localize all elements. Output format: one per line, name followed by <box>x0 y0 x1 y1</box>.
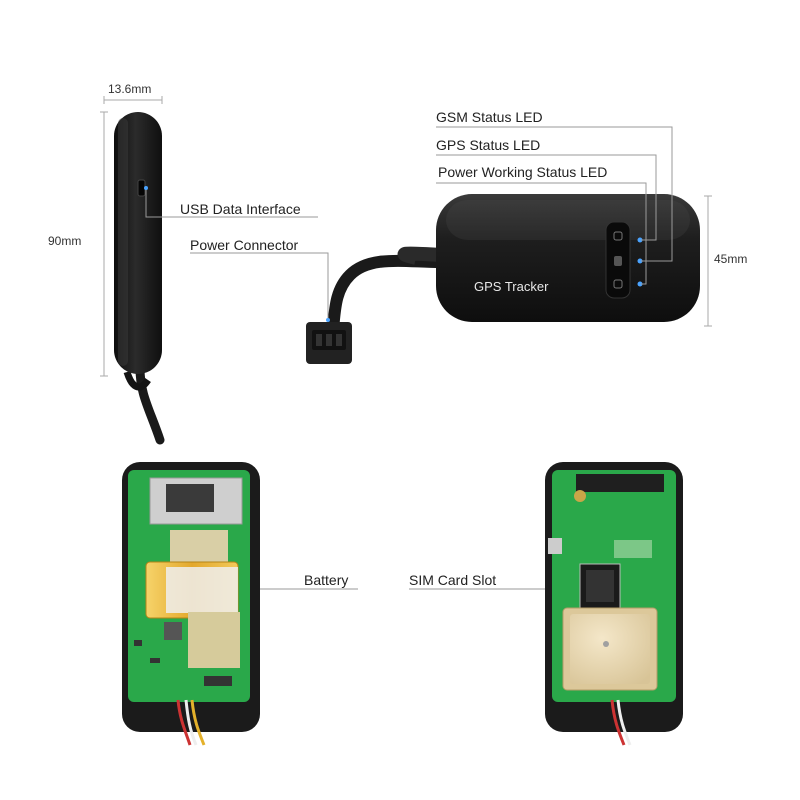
width-dimension-label: 13.6mm <box>108 82 152 96</box>
power-connector-label: Power Connector <box>190 237 299 253</box>
side-view-device <box>114 112 165 445</box>
usb-interface-label: USB Data Interface <box>180 201 301 217</box>
gsm-led-label: GSM Status LED <box>436 109 543 125</box>
battery-label: Battery <box>304 572 349 588</box>
length-dimension-label: 90mm <box>48 234 82 248</box>
sim-card-slot-label: SIM Card Slot <box>409 572 497 588</box>
gps-led-label: GPS Status LED <box>436 137 541 153</box>
pcb-battery-side <box>122 462 260 746</box>
dimension-lines <box>100 96 712 377</box>
height-dimension-label: 45mm <box>714 252 748 266</box>
pcb-sim-side <box>545 462 683 746</box>
device-brand-label: GPS Tracker <box>474 279 549 294</box>
power-led-label: Power Working Status LED <box>438 164 608 180</box>
main-device <box>306 194 700 364</box>
callout-dots <box>144 186 330 322</box>
